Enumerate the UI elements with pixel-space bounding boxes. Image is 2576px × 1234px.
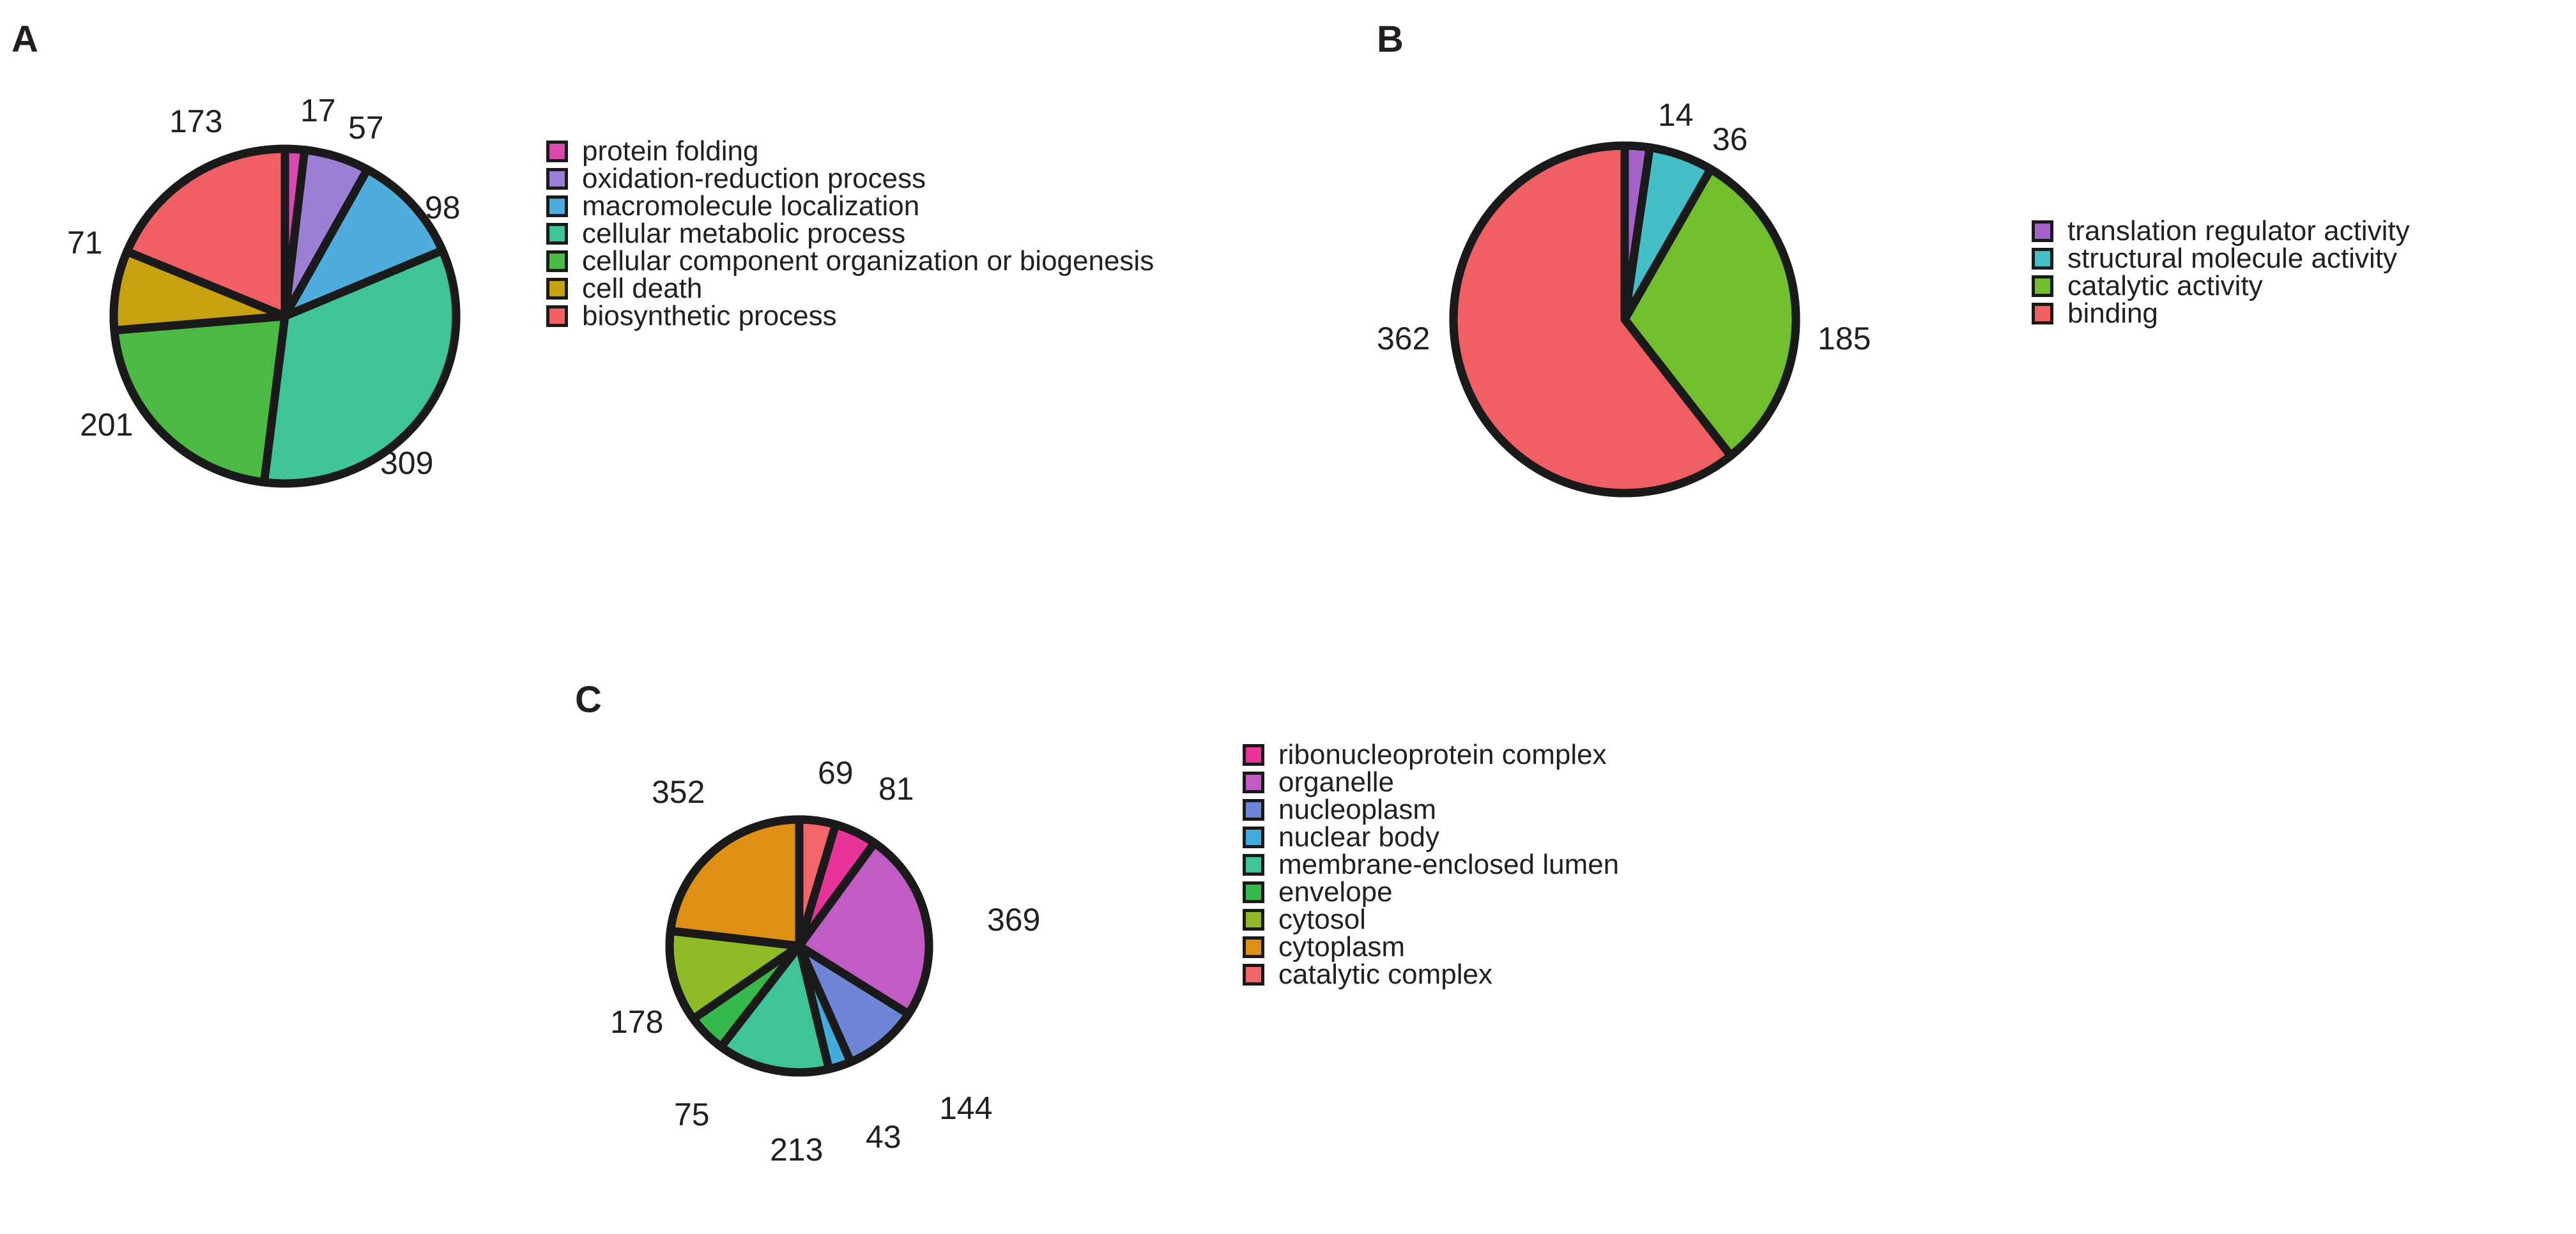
legend-item-label: ribonucleoprotein complex [1278,738,1607,770]
legend-item[interactable]: translation regulator activity [2032,217,2410,245]
legend-swatch-icon [1243,936,1264,958]
legend-item-label: translation regulator activity [2067,215,2410,247]
legend-item-label: membrane-enclosed lumen [1278,848,1620,880]
pie-svg-c [665,815,933,1077]
slice-value-label: 144 [939,1090,993,1126]
legend-swatch-icon [1243,826,1264,848]
slice-value-label: 69 [818,755,854,791]
legend-item-label: catalytic activity [2067,270,2263,301]
slice-value-label: 36 [1712,121,1748,157]
legend-swatch-icon [2032,247,2053,270]
slice-value-label: 178 [610,1004,664,1040]
legend-item[interactable]: biosynthetic process [546,300,1154,331]
panel-letter-a: A [12,19,38,60]
legend-swatch-icon [1243,853,1264,876]
legend-item-label: nuclear body [1278,821,1439,853]
legend-item-label: macromolecule localization [582,190,920,222]
pie-outline [109,144,461,488]
legend-item-label: nucleoplasm [1278,793,1437,825]
legend-item-label: cellular metabolic process [582,217,906,249]
slice-value-label: 43 [866,1119,901,1155]
legend-item[interactable]: cellular metabolic process [546,217,1154,249]
legend-item[interactable]: cell death [546,272,1154,304]
pie-chart-b [1445,137,1804,501]
slice-value-label: 71 [67,225,103,261]
legend-swatch-icon [1243,963,1264,986]
legend-item[interactable]: catalytic activity [2032,270,2410,301]
legend-item-label: protein folding [582,135,759,167]
pie-chart-c [661,811,937,1081]
legend-item[interactable]: catalytic complex [1243,958,1619,990]
slice-value-label: 17 [300,93,336,128]
legend-item[interactable]: binding [2032,297,2410,329]
pie-outline [1449,141,1800,498]
legend-item-label: cytosol [1278,903,1366,935]
slice-value-label: 369 [987,902,1041,938]
slice-value-label: 309 [380,445,434,481]
legend-swatch-icon [546,277,568,300]
legend-item[interactable]: protein folding [546,137,1154,165]
legend-item-label: oxidation-reduction process [582,162,926,194]
pie-chart-a [105,141,464,492]
legend-swatch-icon [1243,743,1264,766]
legend-item[interactable]: nucleoplasm [1243,793,1619,825]
legend-item[interactable]: nuclear body [1243,823,1619,851]
slice-value-label: 57 [348,110,384,146]
legend-item[interactable]: envelope [1243,878,1619,906]
legend-swatch-icon [546,305,568,327]
legend-swatch-icon [2032,220,2053,242]
legend-item[interactable]: cytosol [1243,903,1619,935]
legend-item-label: organelle [1278,766,1395,798]
slice-value-label: 173 [169,103,223,139]
slice-value-label: 185 [1818,321,1871,356]
legend-item-label: structural molecule activity [2067,242,2397,274]
legend-item[interactable]: membrane-enclosed lumen [1243,848,1620,880]
slice-value-label: 362 [1377,321,1430,356]
legend-swatch-icon [546,250,568,272]
legend-item-label: cell death [582,272,703,304]
legend-swatch-icon [2032,275,2053,297]
legend-item[interactable]: cytoplasm [1243,933,1619,961]
legend-item[interactable]: oxidation-reduction process [546,162,1154,194]
slice-value-label: 213 [770,1132,824,1168]
slice-value-label: 75 [674,1097,710,1132]
legend-item-label: biosynthetic process [582,300,837,331]
slice-value-label: 98 [425,190,461,225]
slice-value-label: 352 [652,774,705,810]
legend-swatch-icon [546,140,568,162]
legend-swatch-icon [1243,771,1264,793]
legend-swatch-icon [2032,302,2053,324]
legend-item-label: cytoplasm [1278,931,1406,963]
slice-value-label: 14 [1658,97,1694,133]
legend-item[interactable]: organelle [1243,768,1619,796]
pie-svg-b [1449,141,1800,498]
panel-letter-c: C [575,679,602,720]
legend-item-label: cellular component organization or bioge… [582,245,1154,277]
legend-swatch-icon [1243,908,1264,931]
pie-outline [665,815,933,1077]
legend-item[interactable]: structural molecule activity [2032,242,2410,274]
legend-swatch-icon [1243,798,1264,821]
legend-item[interactable]: macromolecule localization [546,192,1154,220]
legend-item-label: binding [2067,297,2158,329]
legend-swatch-icon [546,167,568,190]
slice-value-label: 81 [878,771,914,807]
pie-svg-a [109,144,461,488]
legend-swatch-icon [546,222,568,245]
legend-item-label: catalytic complex [1278,958,1493,990]
legend-item[interactable]: cellular component organization or bioge… [546,247,1154,275]
slice-value-label: 201 [80,407,134,443]
legend-swatch-icon [546,195,568,217]
panel-letter-b: B [1377,19,1404,60]
legend-item-label: envelope [1278,876,1393,908]
legend-swatch-icon [1243,881,1264,903]
legend-item[interactable]: ribonucleoprotein complex [1243,738,1619,770]
